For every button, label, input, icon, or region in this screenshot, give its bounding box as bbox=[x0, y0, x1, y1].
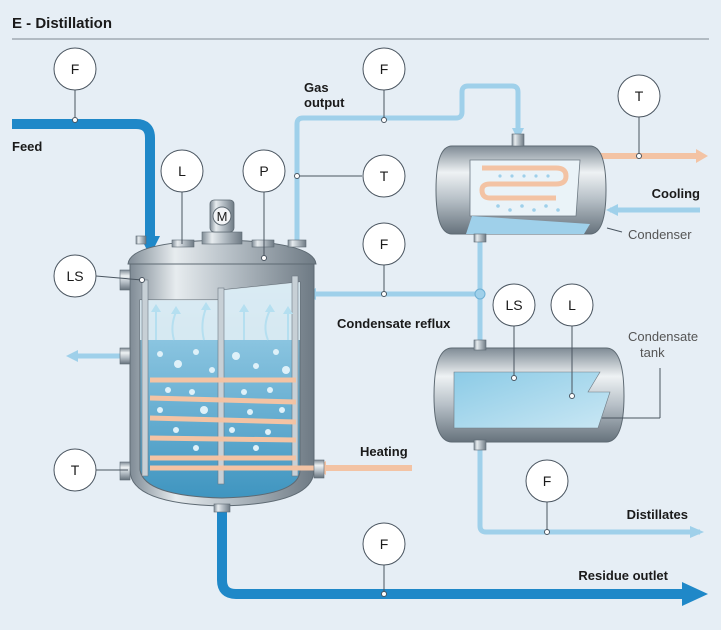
pipe-junction bbox=[474, 288, 486, 300]
distillation-column: M bbox=[119, 199, 325, 513]
condenser-vessel bbox=[435, 133, 607, 243]
thin-pipes bbox=[72, 83, 700, 535]
gas-output-label-line2: output bbox=[304, 95, 345, 110]
instrument-column-level-switch: LS bbox=[53, 254, 97, 298]
instrument-gas-flow: F bbox=[362, 47, 406, 91]
page-title: E - Distillation bbox=[12, 15, 112, 32]
svg-text:T: T bbox=[71, 462, 80, 478]
residue-arrow bbox=[682, 582, 708, 606]
residue-outlet-label: Residue outlet bbox=[578, 568, 668, 583]
gas-output-label-line1: Gas bbox=[304, 80, 329, 95]
distillates-arrow bbox=[690, 526, 704, 538]
instrument-column-pressure: P bbox=[242, 149, 286, 193]
condensate-tank-label-line2: tank bbox=[640, 345, 665, 360]
instrument-column-temp: T bbox=[53, 448, 97, 492]
distillates-pipe bbox=[477, 448, 700, 535]
instrument-gas-temp: T bbox=[362, 154, 406, 198]
svg-text:F: F bbox=[543, 473, 552, 489]
feed-pipe bbox=[12, 119, 155, 238]
condensate-reflux-label: Condensate reflux bbox=[337, 316, 451, 331]
instrument-tank-level-switch: LS bbox=[492, 283, 536, 327]
svg-text:L: L bbox=[568, 297, 576, 313]
instrument-feed-flow: F bbox=[53, 47, 97, 91]
svg-text:F: F bbox=[380, 536, 389, 552]
cooling-arrow bbox=[606, 204, 618, 216]
side-outlet-arrow bbox=[66, 350, 78, 362]
feed-label: Feed bbox=[12, 139, 42, 154]
svg-text:LS: LS bbox=[66, 268, 83, 284]
condensate-tank bbox=[433, 339, 625, 451]
distillates-label: Distillates bbox=[627, 507, 688, 522]
svg-text:F: F bbox=[380, 61, 389, 77]
instrument-residue-flow: F bbox=[362, 522, 406, 566]
instrument-reflux-flow: F bbox=[362, 222, 406, 266]
instrument-column-level: L bbox=[160, 149, 204, 193]
instrument-distillate-flow: F bbox=[525, 459, 569, 503]
instrument-tank-level: L bbox=[550, 283, 594, 327]
svg-text:F: F bbox=[380, 236, 389, 252]
condenser-label: Condenser bbox=[628, 227, 692, 242]
heating-label: Heating bbox=[360, 444, 408, 459]
condensate-tank-label-line1: Condensate bbox=[628, 329, 698, 344]
cooling-label: Cooling bbox=[652, 186, 700, 201]
svg-text:F: F bbox=[71, 61, 80, 77]
svg-text:L: L bbox=[178, 163, 186, 179]
residue-pipe bbox=[217, 508, 684, 599]
svg-text:P: P bbox=[259, 163, 268, 179]
svg-text:LS: LS bbox=[505, 297, 522, 313]
instrument-leaders bbox=[74, 90, 661, 594]
condenser-out-arrow bbox=[696, 149, 708, 163]
motor-label: M bbox=[217, 209, 228, 224]
svg-text:T: T bbox=[635, 88, 644, 104]
svg-text:T: T bbox=[380, 168, 389, 184]
gas-output-pipe bbox=[294, 83, 521, 244]
instrument-condenser-temp: T bbox=[617, 74, 661, 118]
